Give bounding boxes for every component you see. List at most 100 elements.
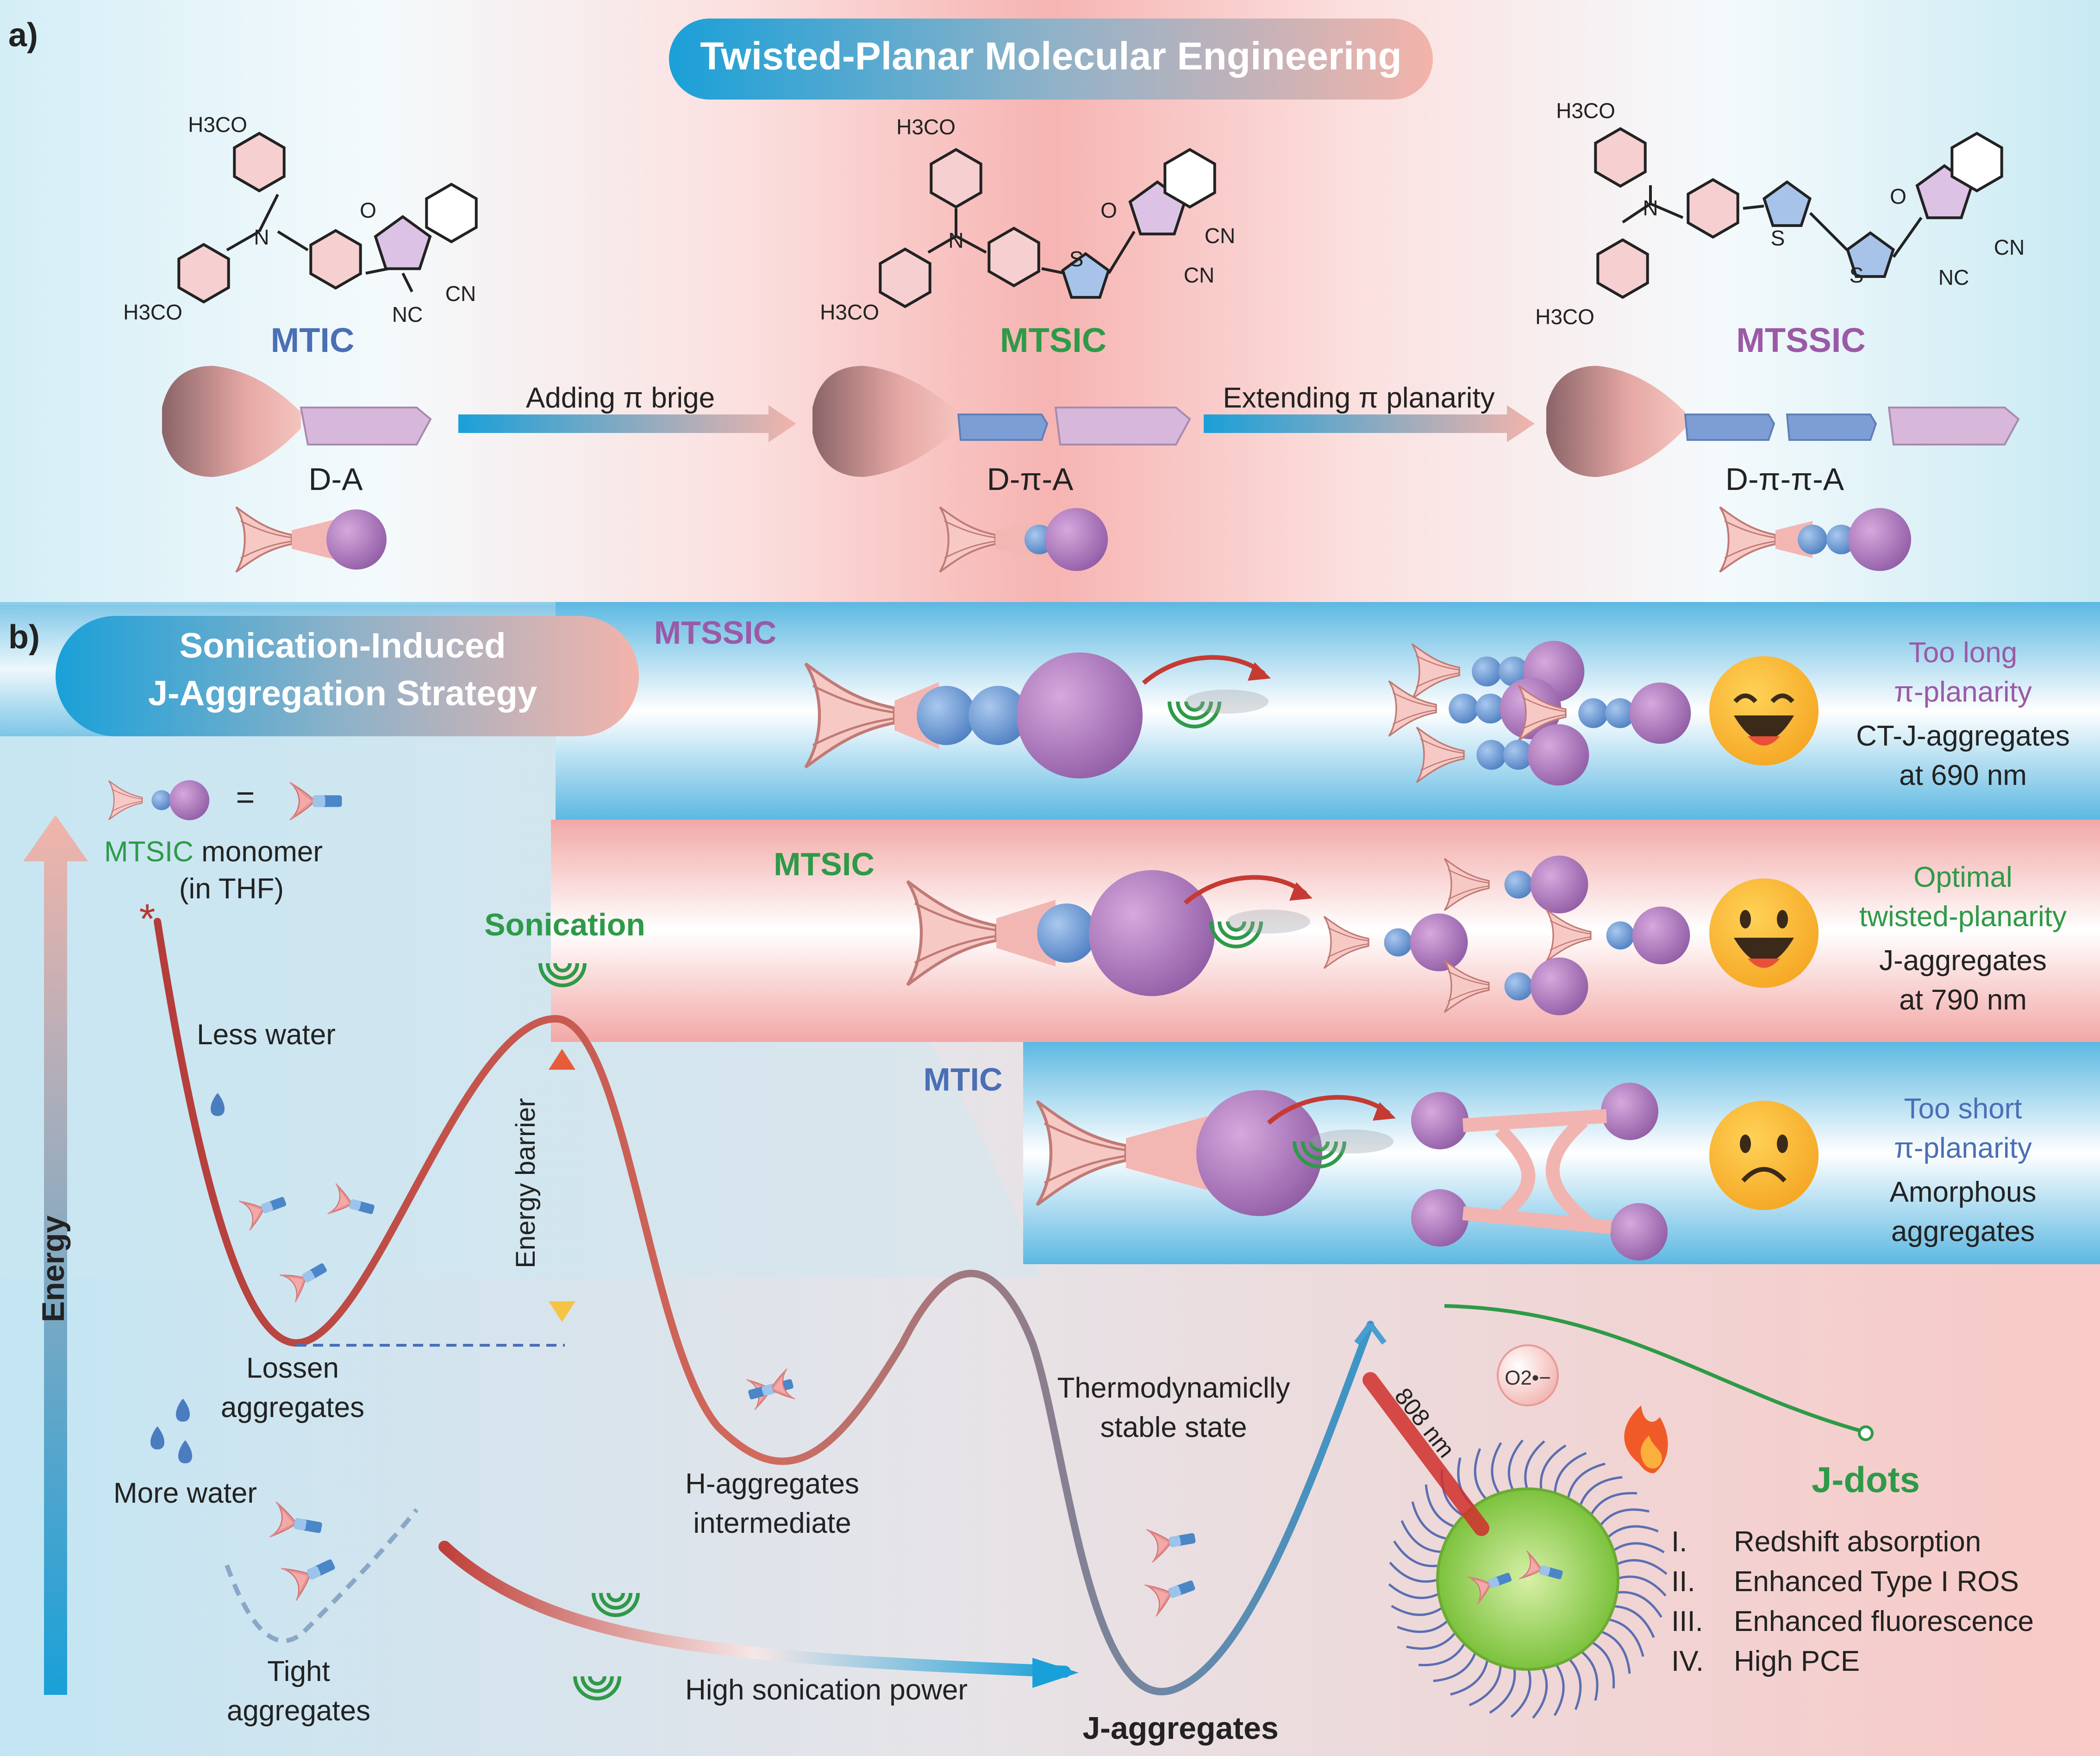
bond-line [1650, 202, 1684, 219]
type-label-dpia: D-π-A [987, 462, 1074, 497]
feature-number: I. [1671, 1526, 1687, 1558]
water-drop-icon [176, 1399, 190, 1422]
row-name-mtic: MTIC [923, 1061, 1002, 1098]
row-desc1-mtssic: Too long [1909, 637, 2017, 669]
bond-line [1809, 212, 1849, 251]
water-drop-icons [150, 1093, 225, 1463]
polymer-chain [1589, 1640, 1615, 1689]
feature-number: IV. [1671, 1645, 1704, 1677]
atom-label: S [1850, 263, 1864, 287]
bond-line [401, 272, 413, 293]
benzene-ring [1687, 178, 1739, 239]
atom-label: CN [1994, 235, 2025, 259]
bond-line [258, 194, 279, 232]
feature-text: High PCE [1734, 1645, 1860, 1677]
panel-b-label: b) [8, 619, 40, 656]
energy-axis: Energy [23, 815, 88, 1695]
polymer-chain [1510, 1667, 1531, 1718]
polymer-chain [1389, 1562, 1440, 1583]
row-desc-mtssic: Too long π-planarity CT-J-aggregates at … [1856, 637, 2070, 791]
polymer-chain [1578, 1476, 1623, 1509]
row-name-mtsic: MTSIC [774, 846, 875, 882]
atom-label: O [360, 198, 376, 222]
polymer-chain [1539, 1444, 1567, 1493]
label-more-water: More water [113, 1477, 257, 1509]
thiophene-ring [1061, 252, 1111, 299]
panel-a-background [0, 0, 2100, 602]
polymer-chain [1589, 1492, 1638, 1518]
sound-wave-icon [1301, 1141, 1338, 1160]
ros-bubble [1497, 1344, 1559, 1406]
atom-label: N [948, 228, 963, 252]
polymer-chain [1489, 1666, 1516, 1714]
polymer-chain [1532, 1665, 1548, 1719]
sound-wave-icon [1209, 921, 1263, 948]
curved-arrow-icon [1142, 655, 1266, 685]
row-desc2-mtsic: twisted-planarity [1859, 901, 2067, 933]
atom-label: CN [1184, 263, 1214, 287]
thiophene-ring [1762, 180, 1812, 227]
shadow-blur [1310, 1129, 1394, 1154]
polymer-chain [1397, 1618, 1450, 1633]
sound-wave-icon [1226, 921, 1246, 932]
sound-wave-icon [1309, 1141, 1330, 1152]
sound-wave-icon [538, 963, 587, 987]
row-monomer-mtsic [907, 870, 1215, 996]
polymer-chain [1553, 1662, 1565, 1716]
label-tight-line2: aggregates [227, 1695, 370, 1727]
row-desc2-mtssic: π-planarity [1894, 676, 2032, 708]
polymer-chain [1450, 1657, 1489, 1696]
polymer-chain [1566, 1462, 1606, 1501]
sound-wave-icon [606, 1593, 625, 1602]
sound-wave-icon [546, 963, 579, 980]
curved-arrow-icon [1267, 1095, 1391, 1125]
panel-a-title: Twisted-Planar Molecular Engineering [700, 34, 1401, 78]
legend-solvent: (in THF) [179, 873, 284, 905]
bond-line [1892, 217, 1923, 258]
panel-b-title-line2: J-Aggregation Strategy [148, 674, 537, 713]
polymer-chain [1579, 1649, 1599, 1701]
benzene-ring [233, 132, 286, 193]
label-j-aggregates: J-aggregates [1082, 1711, 1278, 1746]
label-sonication: Sonication [484, 907, 645, 942]
atom-label: CN [445, 282, 476, 306]
label-thermo-line2: stable state [1100, 1411, 1247, 1443]
ros-label: O2•− [1505, 1367, 1551, 1389]
water-drop-icon [178, 1440, 192, 1463]
panel-a-title-pill: Twisted-Planar Molecular Engineering [669, 19, 1433, 100]
block-model-mtssic: D-π-π-A [1546, 366, 2020, 497]
atom-label: NC [392, 302, 423, 326]
atom-label: S [1069, 247, 1084, 271]
benzene-ring [309, 229, 362, 290]
type-label-da: D-A [308, 462, 363, 497]
feature-number: II. [1671, 1566, 1695, 1598]
polymer-chain [1474, 1448, 1489, 1502]
result-row-mtsic [551, 820, 2100, 1042]
polymer-chain [1606, 1618, 1644, 1657]
atom-label: H3CO [123, 300, 182, 324]
molecule-name-mtsic: MTSIC [1000, 321, 1106, 359]
block-model-mtsic: D-π-A [812, 366, 1191, 497]
benzene-ring [425, 182, 478, 244]
arrow-label-extending-pi: Extending π planarity [1223, 382, 1494, 414]
label-less-water: Less water [197, 1019, 336, 1051]
benzene-ring [1163, 148, 1216, 209]
aggregate-cluster-mtic [1411, 1083, 1668, 1261]
polymer-chain [1524, 1440, 1545, 1492]
label-thermo-line1: Thermodynamiclly [1057, 1372, 1290, 1404]
row-desc2-mtic: π-planarity [1894, 1132, 2032, 1164]
atom-label: O [1890, 184, 1906, 208]
polymer-chain [1615, 1575, 1667, 1597]
legend-equals: = [236, 779, 255, 815]
row-desc-mtsic: Optimal twisted-planarity J-aggregates a… [1859, 861, 2067, 1016]
legend-monomer-label: MTSIC monomer [104, 836, 323, 868]
row-desc1-mtsic: Optimal [1913, 861, 2012, 893]
row-result2-mtssic: at 690 nm [1899, 759, 2027, 791]
atom-label: H3CO [1556, 99, 1615, 123]
fish-icon-mtsic [939, 506, 1108, 573]
row-result2-mtsic: at 790 nm [1899, 984, 2027, 1016]
energy-axis-label: Energy [36, 1216, 71, 1323]
